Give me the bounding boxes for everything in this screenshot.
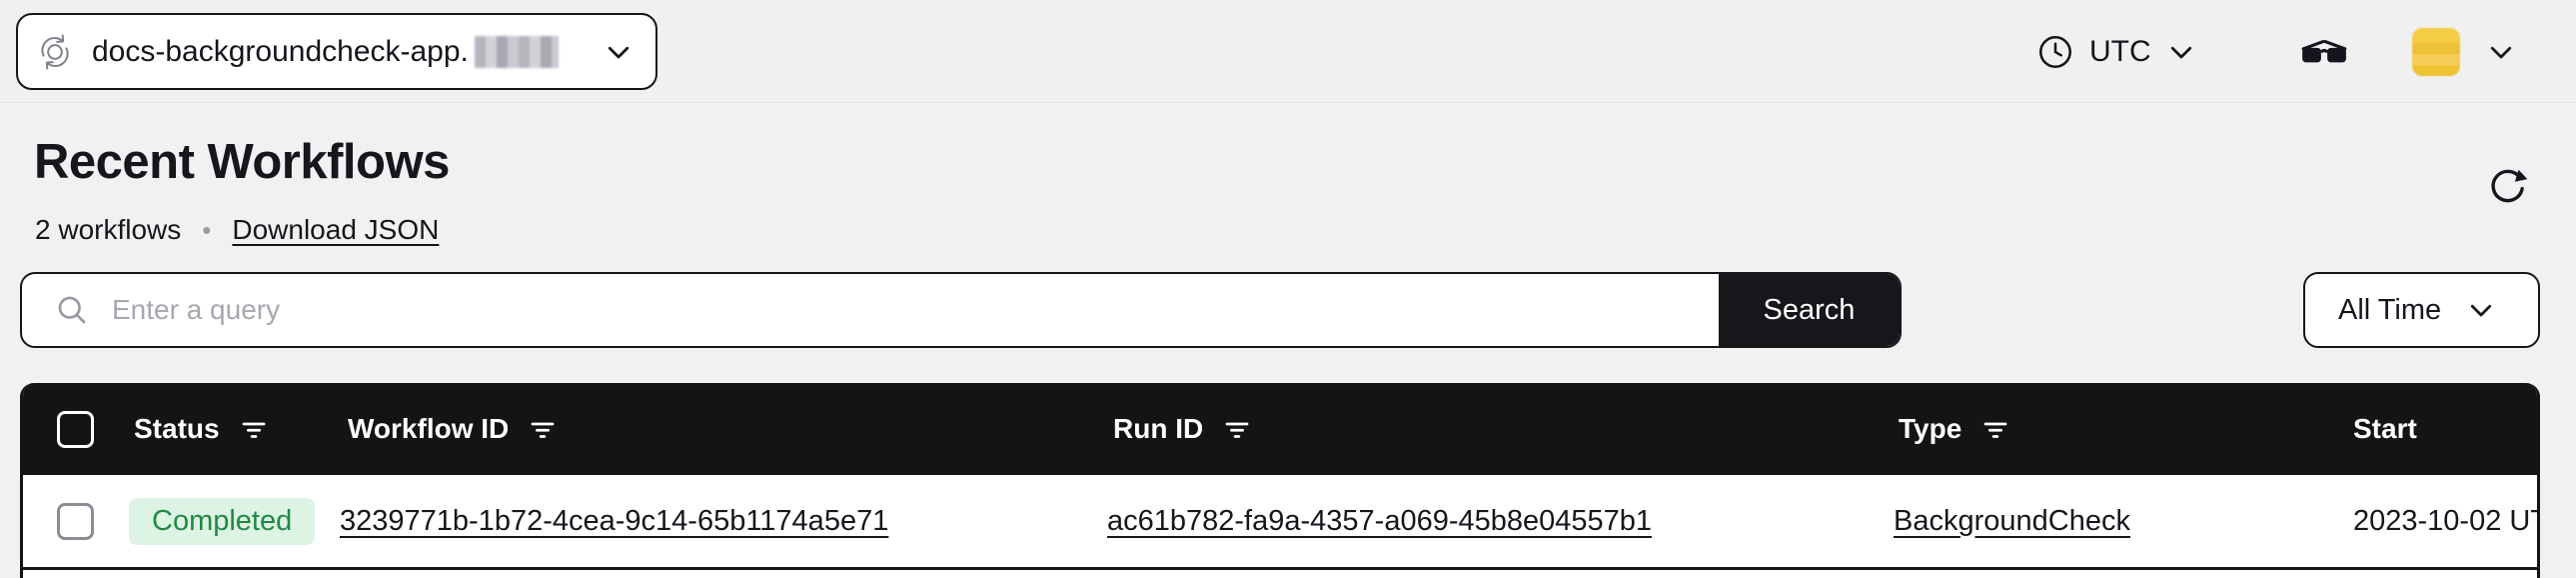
- search-button[interactable]: Search: [1719, 274, 1900, 346]
- filter-lines-icon[interactable]: [239, 414, 269, 444]
- chevron-down-icon: [2466, 295, 2496, 325]
- query-input[interactable]: [90, 274, 1719, 346]
- magnifier-icon: [22, 274, 90, 346]
- download-json-link[interactable]: Download JSON: [232, 214, 440, 245]
- search-bar: Search: [20, 272, 1902, 348]
- timezone-selector[interactable]: UTC: [2036, 0, 2196, 103]
- column-header-start: Start: [2353, 413, 2417, 444]
- separator-dot: •: [202, 214, 212, 245]
- namespace-redacted-text: [474, 35, 559, 68]
- labs-mode-button[interactable]: [2298, 26, 2350, 78]
- chevron-down-icon: [604, 37, 634, 67]
- workflows-table: Status Workflow ID Run ID: [20, 383, 2540, 578]
- user-menu[interactable]: [2412, 0, 2516, 103]
- column-header-workflow-id: Workflow ID: [348, 413, 510, 444]
- column-header-run-id: Run ID: [1113, 413, 1204, 444]
- time-filter-value: All Time: [2338, 293, 2442, 326]
- select-all-checkbox[interactable]: [57, 410, 94, 448]
- chevron-down-icon: [2486, 37, 2516, 67]
- start-time-cell: 2023-10-02 UTC: [2353, 504, 2537, 537]
- workflow-type-link[interactable]: BackgroundCheck: [1894, 504, 2130, 537]
- top-bar: docs-backgroundcheck-app. UTC: [0, 0, 2576, 103]
- refresh-button[interactable]: [2484, 164, 2530, 210]
- filter-lines-icon[interactable]: [528, 414, 558, 444]
- user-avatar: [2412, 27, 2460, 76]
- table-row[interactable]: Completed 3239771b-1b72-4cea-9c14-65b117…: [23, 475, 2537, 570]
- run-id-link[interactable]: ac61b782-fa9a-4357-a069-45b8e04557b1: [1107, 504, 1653, 537]
- namespace-label: docs-backgroundcheck-app.: [92, 34, 469, 68]
- filter-lines-icon[interactable]: [1222, 414, 1252, 444]
- namespace-selector[interactable]: docs-backgroundcheck-app.: [16, 13, 657, 90]
- workflow-count: 2 workflows: [35, 214, 182, 245]
- time-filter-dropdown[interactable]: All Time: [2303, 272, 2540, 348]
- status-badge: Completed: [129, 497, 316, 545]
- page-title: Recent Workflows: [34, 135, 450, 189]
- subtitle-row: 2 workflows • Download JSON: [35, 214, 439, 246]
- glasses-icon: [2299, 34, 2349, 70]
- column-header-type: Type: [1899, 413, 1962, 444]
- filter-lines-icon[interactable]: [1980, 414, 2010, 444]
- column-header-status: Status: [134, 413, 220, 444]
- row-checkbox[interactable]: [57, 502, 94, 540]
- table-header-row: Status Workflow ID Run ID: [23, 383, 2537, 475]
- refresh-icon: [2484, 164, 2530, 210]
- clock-icon: [2036, 33, 2074, 71]
- namespace-sync-icon: [35, 32, 75, 72]
- timezone-label: UTC: [2089, 34, 2151, 68]
- workflow-id-link[interactable]: 3239771b-1b72-4cea-9c14-65b1174a5e71: [340, 504, 889, 537]
- next-row-partial: [23, 570, 2537, 576]
- chevron-down-icon: [2166, 37, 2196, 67]
